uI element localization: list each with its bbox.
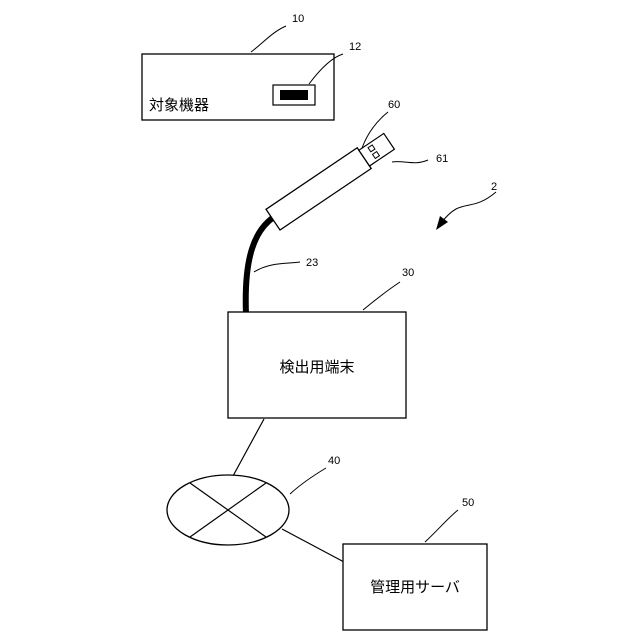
ref-40: 40	[328, 455, 340, 467]
ref-50: 50	[462, 497, 474, 509]
management-server-label: 管理用サーバ	[370, 578, 460, 596]
usb-device-body	[266, 148, 371, 230]
ref-60: 60	[388, 99, 400, 111]
ref-12: 12	[349, 41, 361, 53]
target-device-label: 対象機器	[149, 96, 209, 114]
ref-30: 30	[402, 267, 414, 279]
target-device: 対象機器	[142, 54, 334, 120]
leader-23	[254, 262, 300, 272]
usb-device	[266, 131, 396, 230]
ref-61: 61	[436, 153, 448, 165]
leader-30	[363, 282, 400, 310]
link-network-server	[282, 529, 344, 562]
ref-23: 23	[306, 257, 318, 269]
leader-2	[442, 192, 496, 222]
network	[167, 475, 289, 545]
management-server: 管理用サーバ	[343, 544, 487, 630]
detection-terminal: 検出用端末	[228, 312, 406, 418]
leader-40	[290, 468, 326, 494]
leader-50	[425, 510, 458, 542]
leader-10	[251, 26, 286, 52]
usb-port-slot	[280, 90, 308, 100]
ref-2: 2	[491, 181, 497, 193]
arrowhead-2	[436, 216, 448, 230]
usb-port	[273, 85, 315, 105]
detection-terminal-label: 検出用端末	[279, 358, 354, 376]
ref-10: 10	[292, 13, 304, 25]
leader-61	[392, 160, 428, 163]
link-terminal-network	[233, 419, 264, 476]
